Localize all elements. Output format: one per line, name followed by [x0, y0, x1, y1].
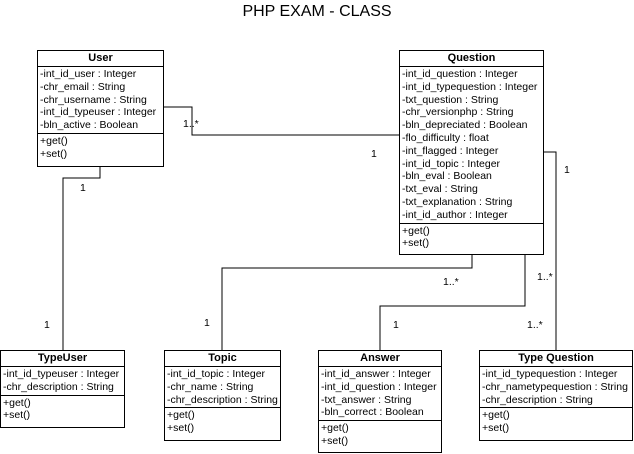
- attribute: -chr_username : String: [40, 93, 147, 106]
- class-question[interactable]: Question -int_id_question : Integer -int…: [399, 50, 544, 255]
- operation-list: +get() +set(): [480, 408, 632, 436]
- attribute: -txt_answer : String: [321, 393, 412, 406]
- attribute-list: -int_id_typequestion : Integer -chr_name…: [480, 367, 632, 409]
- multiplicity-label: 1: [204, 317, 210, 329]
- association-question-topic: [221, 254, 473, 350]
- attribute: -flo_difficulty : float: [402, 131, 489, 144]
- attribute: -chr_description : String: [167, 393, 278, 406]
- operation: +get(): [482, 409, 510, 422]
- attribute: -int_id_typeuser : Integer: [3, 368, 120, 380]
- operation: +set(): [3, 409, 31, 422]
- operation: +set(): [167, 422, 195, 435]
- operation: +set(): [321, 434, 349, 447]
- attribute: -int_id_author : Integer: [402, 208, 508, 221]
- multiplicity-label: 1..*: [183, 118, 199, 130]
- multiplicity-label: 1: [44, 319, 50, 331]
- attribute: -int_id_answer : Integer: [321, 368, 431, 380]
- attribute: -int_id_question : Integer: [321, 380, 437, 393]
- multiplicity-label: 1: [564, 164, 570, 176]
- attribute: -int_id_typeuser : Integer: [40, 106, 157, 119]
- class-topic[interactable]: Topic -int_id_topic : Integer -chr_name …: [164, 350, 281, 441]
- class-typeuser[interactable]: TypeUser -int_id_typeuser : Integer -chr…: [0, 350, 125, 428]
- class-name: Type Question: [480, 351, 632, 367]
- association-user-question: [163, 106, 400, 136]
- multiplicity-label: 1..*: [537, 271, 553, 283]
- operation: +get(): [167, 409, 195, 422]
- association-question-answer: [379, 254, 526, 350]
- multiplicity-label: 1: [393, 319, 399, 331]
- class-name: User: [38, 51, 163, 67]
- attribute-list: -int_id_user : Integer -chr_email : Stri…: [38, 67, 163, 134]
- multiplicity-label: 1: [80, 182, 86, 194]
- association-question-typequestion: [543, 151, 557, 350]
- attribute: -chr_nametypequestion : String: [482, 380, 628, 393]
- class-user[interactable]: User -int_id_user : Integer -chr_email :…: [37, 50, 164, 167]
- class-typequestion[interactable]: Type Question -int_id_typequestion : Int…: [479, 350, 633, 441]
- attribute: -chr_description : String: [482, 393, 593, 406]
- attribute: -int_id_question : Integer: [402, 68, 518, 80]
- operation-list: +get() +set(): [1, 396, 124, 424]
- attribute-list: -int_id_answer : Integer -int_id_questio…: [319, 367, 441, 422]
- attribute: -int_flagged : Integer: [402, 144, 499, 157]
- operation: +set(): [482, 422, 510, 435]
- operation-list: +get() +set(): [400, 224, 543, 252]
- attribute-list: -int_id_question : Integer -int_id_typeq…: [400, 67, 543, 224]
- attribute: -int_id_topic : Integer: [402, 157, 501, 170]
- attribute: -bln_correct : Boolean: [321, 406, 424, 419]
- class-name: Topic: [165, 351, 280, 367]
- diagram-title: PHP EXAM - CLASS: [242, 3, 392, 20]
- operation: +set(): [40, 147, 68, 160]
- operation-list: +get() +set(): [319, 421, 441, 449]
- attribute: -chr_versionphp : String: [402, 106, 514, 119]
- attribute: -int_id_user : Integer: [40, 68, 137, 80]
- class-name: Question: [400, 51, 543, 67]
- multiplicity-label: 1..*: [443, 276, 459, 288]
- attribute: -int_id_topic : Integer: [167, 368, 266, 380]
- multiplicity-label: 1..*: [527, 319, 543, 331]
- operation: +get(): [3, 396, 31, 409]
- attribute: -int_id_typequestion : Integer: [402, 80, 538, 93]
- attribute-list: -int_id_typeuser : Integer -chr_descript…: [1, 367, 124, 396]
- association-user-typeuser: [62, 166, 101, 350]
- attribute: -bln_depreciated : Boolean: [402, 119, 528, 132]
- attribute: -txt_eval : String: [402, 183, 478, 196]
- operation: +get(): [402, 224, 430, 237]
- attribute: -chr_description : String: [3, 380, 114, 393]
- attribute-list: -int_id_topic : Integer -chr_name : Stri…: [165, 367, 280, 409]
- operation: +get(): [40, 134, 68, 147]
- attribute: -chr_email : String: [40, 80, 126, 93]
- class-name: Answer: [319, 351, 441, 367]
- multiplicity-label: 1: [371, 148, 377, 160]
- attribute: -txt_question : String: [402, 93, 499, 106]
- attribute: -txt_explanation : String: [402, 195, 513, 208]
- class-name: TypeUser: [1, 351, 124, 367]
- operation-list: +get() +set(): [165, 408, 280, 436]
- attribute: -int_id_typequestion : Integer: [482, 368, 618, 380]
- attribute: -bln_eval : Boolean: [402, 170, 492, 183]
- operation-list: +get() +set(): [38, 134, 163, 162]
- class-answer[interactable]: Answer -int_id_answer : Integer -int_id_…: [318, 350, 442, 453]
- attribute: -bln_active : Boolean: [40, 119, 139, 132]
- attribute: -chr_name : String: [167, 380, 254, 393]
- operation: +set(): [402, 237, 430, 250]
- operation: +get(): [321, 422, 349, 435]
